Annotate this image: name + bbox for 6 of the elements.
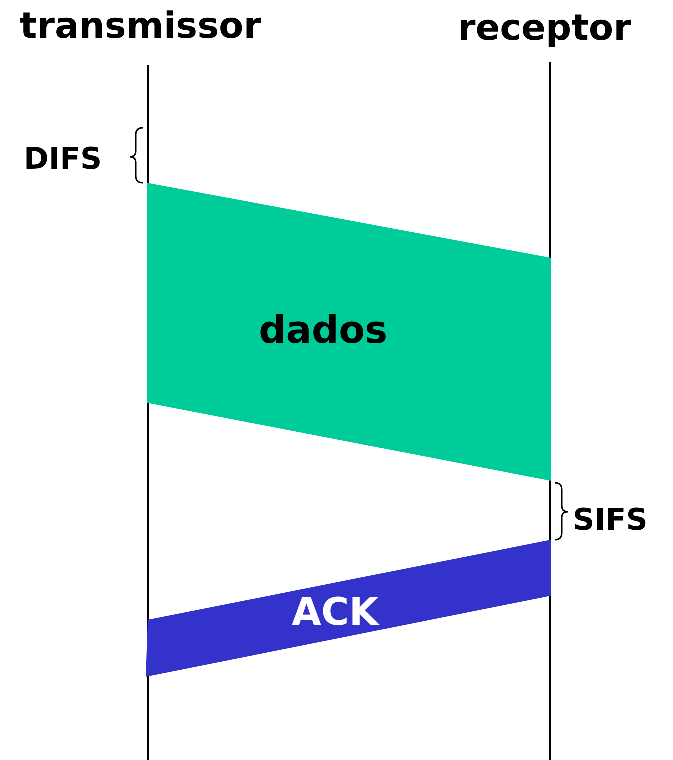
interval-label: SIFS — [573, 503, 648, 538]
station-label: receptor — [458, 8, 632, 49]
frame-label: dados — [259, 308, 388, 352]
interval-label: DIFS — [24, 142, 102, 177]
frame-label: ACK — [292, 590, 379, 634]
station-label: transmissor — [20, 6, 262, 47]
